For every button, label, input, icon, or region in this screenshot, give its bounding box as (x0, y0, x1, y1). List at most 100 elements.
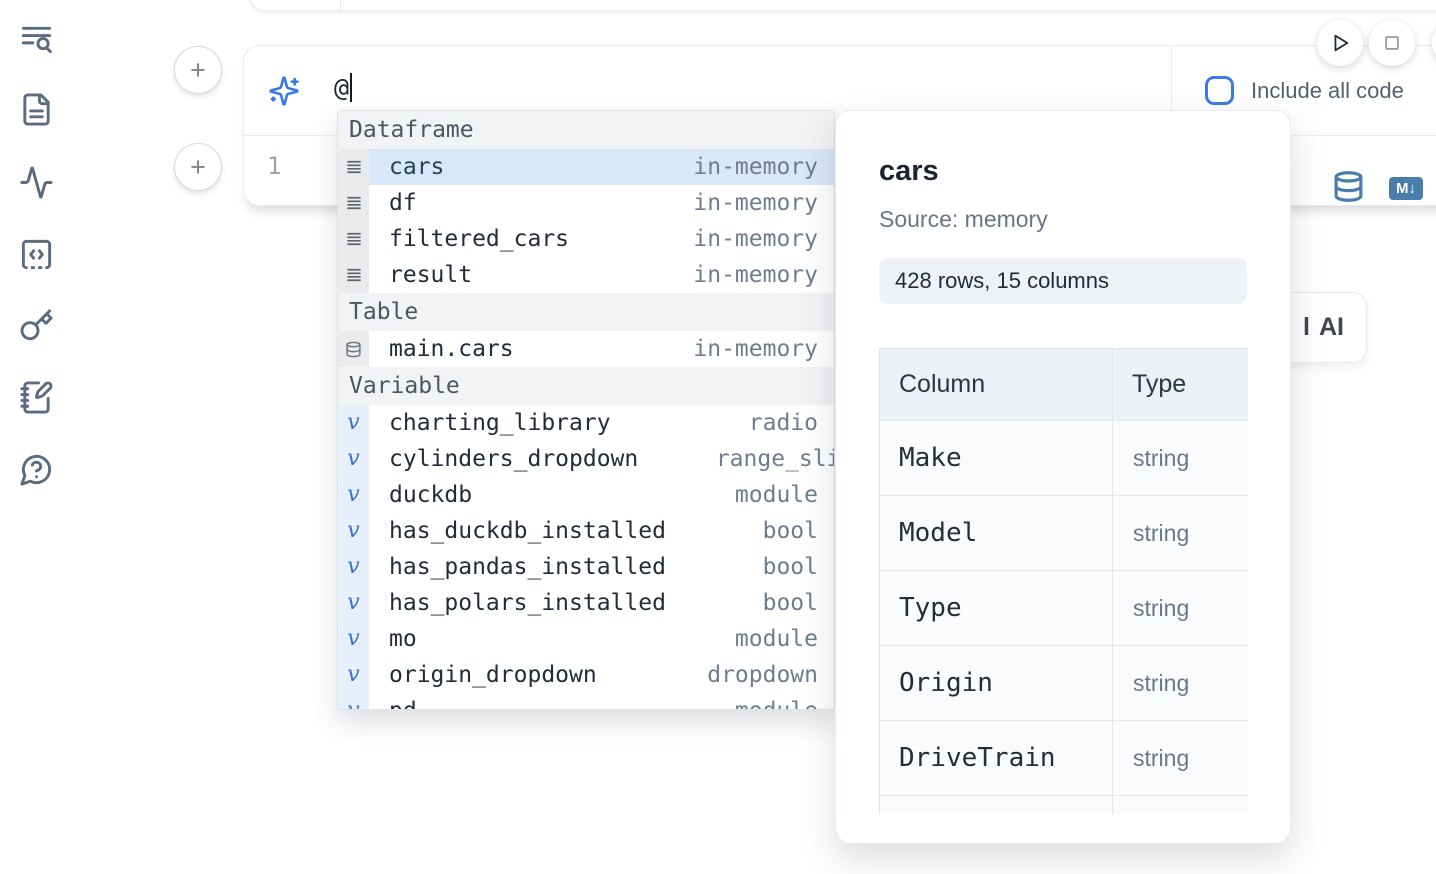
autocomplete-option[interactable]: df in-memory (338, 185, 834, 221)
include-all-code-zone: Include all code (1171, 46, 1404, 135)
sparkles-icon (268, 75, 300, 107)
autocomplete-option[interactable]: v pd module (338, 693, 834, 709)
dataframe-preview-panel: cars Source: memory 428 rows, 15 columns… (835, 110, 1291, 844)
autocomplete-option[interactable]: v origin_dropdown dropdown (338, 657, 834, 693)
previous-cell-bottom (250, 0, 1436, 11)
column-name-cell: Type (879, 570, 1113, 646)
autocomplete-section-header: Dataframe (338, 111, 834, 149)
option-name: has_duckdb_installed (389, 518, 666, 544)
autocomplete-option[interactable]: v charting_library radio (338, 405, 834, 441)
column-type-cell: string (1112, 720, 1248, 796)
dataframe-rows-icon (338, 149, 369, 185)
autocomplete-option[interactable]: result in-memory (338, 257, 834, 293)
autocomplete-section-header: Variable (338, 367, 834, 405)
option-name: charting_library (389, 410, 611, 436)
option-name: origin_dropdown (389, 662, 597, 688)
notebook-pen-icon[interactable] (19, 380, 54, 415)
option-detail: module (734, 482, 818, 508)
option-name: filtered_cars (389, 226, 570, 252)
option-name: main.cars (389, 336, 514, 362)
add-cell-button[interactable]: + (174, 143, 222, 191)
autocomplete-option[interactable]: main.cars in-memory (338, 331, 834, 367)
prompt-text: @ (334, 73, 350, 102)
option-detail: in-memory (693, 262, 818, 288)
variable-v-icon: v (338, 693, 369, 709)
option-name: cars (389, 154, 445, 180)
variable-v-icon: v (338, 657, 369, 693)
schema-row (879, 795, 1248, 814)
option-detail: in-memory (693, 154, 818, 180)
option-name: mo (389, 626, 417, 652)
variable-v-icon: v (338, 513, 369, 549)
panel-source: Source: memory (879, 206, 1048, 232)
ai-button-label: AI (1319, 313, 1344, 341)
key-icon[interactable] (19, 308, 54, 343)
option-detail: in-memory (693, 226, 818, 252)
include-all-code-label: Include all code (1251, 77, 1404, 103)
include-all-code-checkbox[interactable] (1205, 76, 1234, 105)
option-detail: dropdown (707, 662, 818, 688)
database-icon (338, 331, 369, 367)
text-search-icon[interactable] (19, 21, 54, 56)
option-name: result (389, 262, 473, 288)
variable-v-icon: v (338, 621, 369, 657)
database-icon (1332, 170, 1365, 203)
option-detail: in-memory (693, 190, 818, 216)
ai-prompt-input[interactable]: @ (334, 73, 353, 102)
column-type-cell (1112, 795, 1248, 814)
dataframe-rows-icon (338, 185, 369, 221)
option-name: df (389, 190, 417, 216)
column-name-cell (879, 795, 1113, 814)
column-type-cell: string (1112, 645, 1248, 721)
panel-stats-badge: 428 rows, 15 columns (879, 258, 1247, 304)
option-detail: bool (762, 518, 818, 544)
panel-title: cars (879, 155, 939, 187)
column-type-cell: string (1112, 495, 1248, 571)
file-text-icon[interactable] (19, 92, 54, 127)
option-name: cylinders_dropdown (389, 446, 639, 472)
help-chat-icon[interactable] (19, 452, 54, 487)
code-editor[interactable]: 1 (244, 135, 1436, 205)
column-name-cell: Model (879, 495, 1113, 571)
code-square-dashed-icon[interactable] (19, 237, 54, 272)
option-detail: radio (748, 410, 818, 436)
autocomplete-option[interactable]: cars in-memory (338, 149, 834, 185)
activity-icon[interactable] (19, 165, 54, 200)
option-detail: range_slider (715, 446, 834, 472)
variable-v-icon: v (338, 585, 369, 621)
option-detail: in-memory (693, 336, 818, 362)
option-detail: bool (762, 554, 818, 580)
column-name-cell: Make (879, 420, 1113, 496)
text-cursor (350, 73, 353, 102)
option-detail: bool (762, 590, 818, 616)
convert-to-markdown-button[interactable]: M↓ (1389, 177, 1423, 200)
column-name-cell: Origin (879, 645, 1113, 721)
autocomplete-option[interactable]: v has_duckdb_installed bool (338, 513, 834, 549)
column-type-cell: string (1112, 420, 1248, 496)
schema-header-cell: Type (1112, 348, 1248, 421)
stop-button[interactable] (1369, 20, 1415, 66)
run-cell-button[interactable] (1317, 20, 1363, 66)
partial-button[interactable] (1432, 20, 1436, 66)
add-cell-button[interactable]: + (174, 46, 222, 94)
option-detail: module (735, 698, 818, 709)
autocomplete-option[interactable]: filtered_cars in-memory (338, 221, 834, 257)
variable-v-icon: v (338, 405, 369, 441)
convert-to-sql-button[interactable] (1332, 170, 1365, 203)
option-name: pd (389, 698, 417, 709)
